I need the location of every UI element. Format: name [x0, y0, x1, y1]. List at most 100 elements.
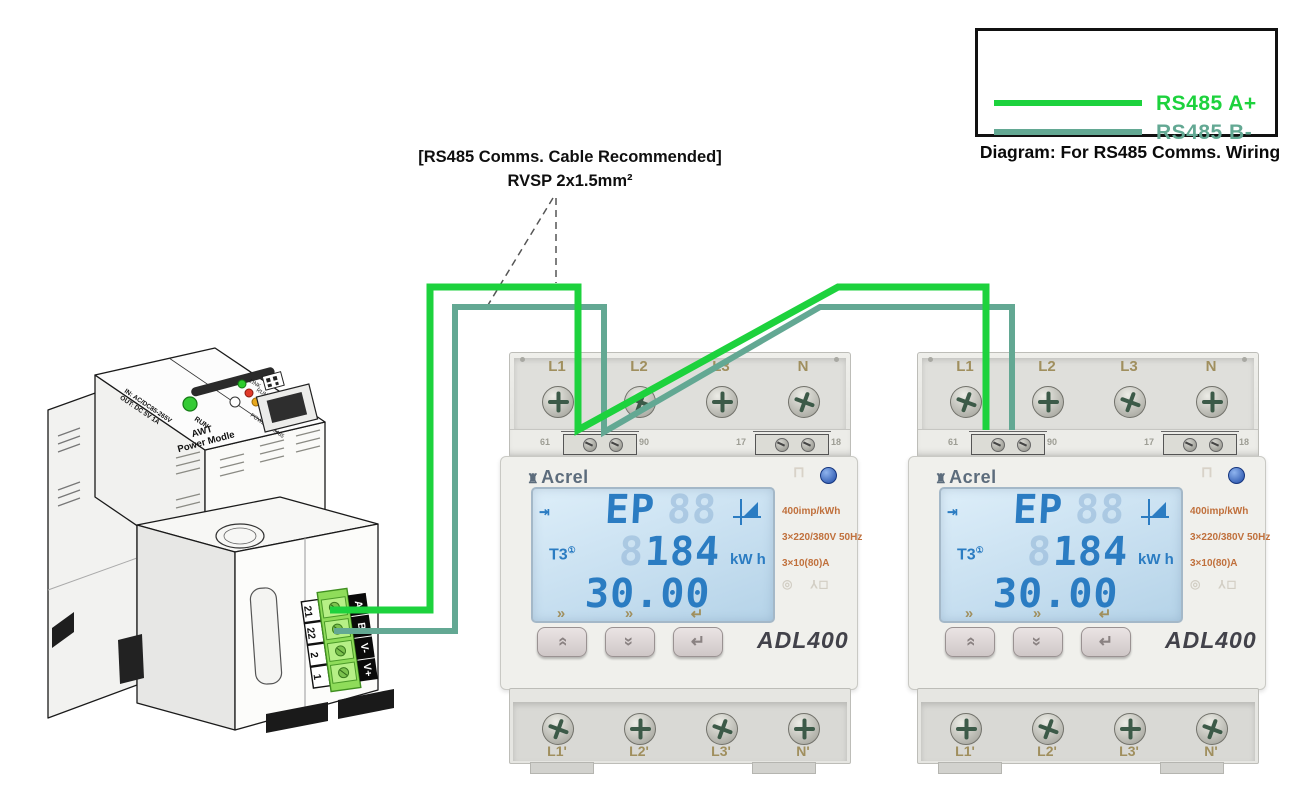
screw-terminal — [542, 386, 574, 418]
legend-caption: Diagram: For RS485 Comms. Wiring — [979, 142, 1281, 162]
rj45-port — [255, 383, 319, 433]
screw-terminal — [624, 713, 656, 745]
terminal-number: 22 — [304, 627, 318, 640]
screw-terminal — [1196, 386, 1228, 418]
enter-button: ↵ — [673, 627, 723, 657]
marking-icons: ◎Y◻ — [782, 577, 838, 591]
enter-button: ↵ — [1081, 627, 1131, 657]
terminal-label: N' — [1204, 743, 1218, 759]
knockout-circle — [215, 523, 265, 549]
lcd-unit: kW h — [730, 551, 766, 568]
gateway-terminal-block: 21 22 2 1 A B V- V+ — [300, 587, 378, 693]
down-button: » — [1013, 627, 1063, 657]
meter-1: L1 L2 L3 N 61 90 17 18 — [500, 350, 863, 774]
cable-note-line2: RVSP 2x1.5mm² — [507, 172, 633, 190]
meter-2: L1 L2 L3 N 61 90 17 18 — [908, 350, 1271, 774]
screw-terminal — [788, 713, 820, 745]
pulse-icon: ⊓ — [793, 464, 805, 481]
lcd-mode: EP — [603, 487, 657, 533]
meter-1-top-terminal-block: L1 L2 L3 N 61 90 17 18 — [509, 352, 851, 458]
legend-label-a: RS485 A+ — [1156, 92, 1257, 115]
terminal-number: 21 — [301, 605, 315, 618]
acrel-logo-icon: ♜ — [935, 471, 948, 486]
terminal-label: L3 — [712, 358, 730, 375]
run1-led — [244, 388, 254, 398]
terminal-name-vp: V+ — [361, 662, 375, 677]
screw-terminal — [1032, 386, 1064, 418]
link-led — [237, 379, 247, 389]
terminal-label: L3 — [1120, 358, 1138, 375]
aux-label: 18 — [831, 437, 842, 447]
blue-led — [820, 467, 837, 484]
aux-label: 18 — [1239, 437, 1250, 447]
din-spring-clip — [118, 634, 144, 684]
up-print-icon: » — [964, 605, 974, 622]
lcd-arrow-icon: ⇥ — [947, 501, 958, 522]
reset-button — [229, 396, 241, 408]
lcd-tariff: T3① — [957, 545, 984, 564]
terminal-label: N' — [796, 743, 810, 759]
terminal-label: L3' — [711, 743, 731, 759]
terminal-label: L2' — [1037, 743, 1057, 759]
terminal-label: L2' — [629, 743, 649, 759]
terminal-name-vm: V- — [358, 642, 371, 654]
lcd-tariff: T3① — [549, 545, 576, 564]
legend-box: RS485 A+ RS485 B- — [975, 28, 1278, 144]
aux-label: 61 — [540, 437, 551, 447]
vent-slot-dark — [191, 367, 275, 397]
terminal-label: N — [797, 358, 809, 375]
front-recess — [249, 587, 283, 685]
quadrant-icon — [733, 499, 761, 525]
run-led — [182, 396, 198, 412]
aux-label: 90 — [639, 437, 650, 447]
rs485-terminal-box — [561, 431, 639, 455]
meter-2-top-terminal-block: L1 L2 L3 N 61 90 17 18 — [917, 352, 1259, 458]
link-led-label: LINK — [248, 379, 262, 390]
lcd-mode: EP — [1011, 487, 1065, 533]
lcd-ghost: 88 — [665, 487, 719, 533]
lcd-ghost: 88 — [1073, 487, 1127, 533]
legend-label-b: RS485 B- — [1156, 121, 1253, 144]
legend-line-b-icon — [994, 129, 1142, 135]
aux-terminal-box — [753, 431, 831, 455]
down-print-icon: » — [1032, 605, 1042, 622]
meter-1-bottom-terminal-block: L1' L2' L3' N' — [509, 688, 851, 764]
terminal-label: N — [1205, 358, 1217, 375]
pulse-icon: ⊓ — [1201, 464, 1213, 481]
acrel-brand: ♜Acrel — [527, 467, 589, 487]
cable-note-line1: [RS485 Comms. Cable Recommended] — [418, 148, 722, 166]
terminal-number: 1 — [311, 673, 324, 681]
up-print-icon: » — [556, 605, 566, 622]
rating-text: 400imp/kWh 3×220/380V 50Hz 3×10(80)A — [782, 506, 863, 569]
up-button: » — [945, 627, 995, 657]
lcd-ghost: 8 — [617, 529, 646, 575]
din-rail-tab — [52, 612, 74, 648]
cable-note: [RS485 Comms. Cable Recommended] RVSP 2x… — [390, 148, 750, 191]
din-clip-foot — [338, 689, 394, 719]
model-name: ADL400 — [757, 627, 849, 653]
vent-slots — [175, 429, 321, 509]
lcd-ghost: 8 — [1025, 529, 1054, 575]
aux-label: 17 — [1144, 437, 1155, 447]
terminal-label: L1' — [547, 743, 567, 759]
marking-icons: ◎Y◻ — [1190, 577, 1246, 591]
terminal-number: 2 — [308, 651, 321, 659]
lcd-display: ⇥ EP 88 T3① 8 184 kW h 30.00 — [531, 487, 775, 623]
legend-line-a-icon — [994, 100, 1142, 106]
meter-1-front-panel: ♜Acrel ⊓ ⇥ EP 88 T3① 8 184 kW h 30.00 40… — [500, 456, 863, 690]
din-clip-foot — [266, 702, 328, 733]
acrel-brand: ♜Acrel — [935, 467, 997, 487]
lcd-value: 184 — [1051, 529, 1130, 575]
acrel-logo-icon: ♜ — [527, 471, 540, 486]
leader-line — [487, 197, 554, 306]
terminal-label: L2 — [630, 358, 648, 375]
legend-row-a: RS485 A+ — [978, 89, 1275, 115]
rating-text: 400imp/kWh 3×220/380V 50Hz 3×10(80)A — [1190, 506, 1271, 569]
aux-terminal-ledge: 61 90 17 18 — [510, 429, 850, 457]
awt-gateway-module: IN: AC/DC85-265V OUT: DC 5V 1A RUN LINK … — [47, 347, 394, 733]
down-print-icon: » — [624, 605, 634, 622]
terminal-label: L3' — [1119, 743, 1139, 759]
vent-slots — [57, 427, 81, 507]
aux-terminal-ledge: 61 90 17 18 — [918, 429, 1258, 457]
up-button: » — [537, 627, 587, 657]
